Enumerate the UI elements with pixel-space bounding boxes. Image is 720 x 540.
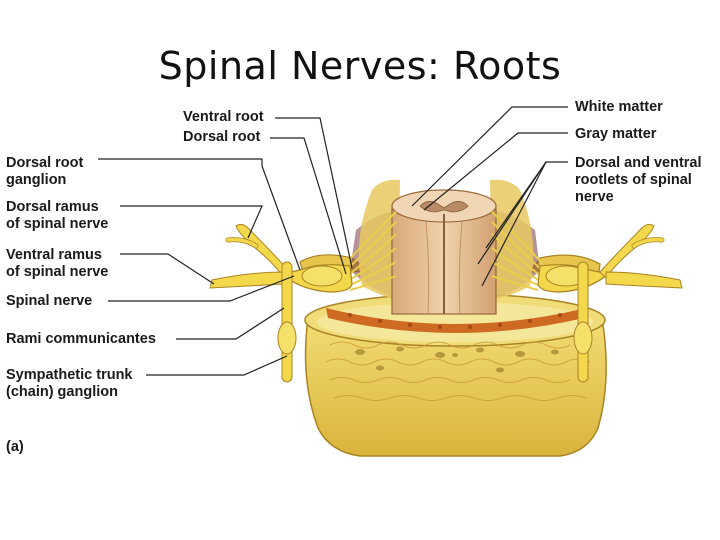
label-rootlets-line2: rootlets of spinal <box>575 172 692 188</box>
label-drg-line2: ganglion <box>6 172 67 188</box>
label-ventral-ramus-line2: of spinal nerve <box>6 264 109 280</box>
label-rootlets: Dorsal and ventral rootlets of spinal ne… <box>575 155 702 206</box>
label-sympathetic-trunk: Sympathetic trunk (chain) ganglion <box>6 367 133 401</box>
label-dorsal-ramus: Dorsal ramus of spinal nerve <box>6 199 108 233</box>
label-rami-communicantes: Rami communicantes <box>6 331 156 347</box>
label-dorsal-root: Dorsal root <box>183 129 261 145</box>
label-drg-line1: Dorsal root <box>6 155 84 171</box>
label-ventral-ramus-line1: Ventral ramus <box>6 247 102 263</box>
label-dorsal-ramus-line2: of spinal nerve <box>6 216 109 232</box>
slide-title: Spinal Nerves: Roots <box>158 44 562 88</box>
dura-left <box>358 179 400 300</box>
label-rootlets-line1: Dorsal and ventral <box>575 155 702 171</box>
marrow-band <box>326 308 586 333</box>
label-ventral-ramus: Ventral ramus of spinal nerve <box>6 247 108 281</box>
leader-lines-left <box>98 117 353 376</box>
label-white-matter: White matter <box>575 99 663 115</box>
label-panel-a: (a) <box>6 439 24 455</box>
label-gray-matter: Gray matter <box>575 126 657 142</box>
label-symp-line1: Sympathetic trunk <box>6 367 133 383</box>
marrow-texture <box>348 313 562 329</box>
label-spinal-nerve: Spinal nerve <box>6 293 93 309</box>
label-dorsal-root-ganglion: Dorsal root ganglion <box>6 155 83 189</box>
spinal-cord <box>391 189 497 315</box>
leader-lines-right <box>411 106 568 287</box>
left-spinal-nerve <box>209 223 353 383</box>
label-ventral-root: Ventral root <box>183 109 264 125</box>
right-spinal-nerve <box>537 223 683 383</box>
label-dorsal-ramus-line1: Dorsal ramus <box>6 199 99 215</box>
label-rootlets-line3: nerve <box>575 189 614 205</box>
vertebral-body <box>304 293 607 457</box>
label-symp-line2: (chain) ganglion <box>6 384 118 400</box>
